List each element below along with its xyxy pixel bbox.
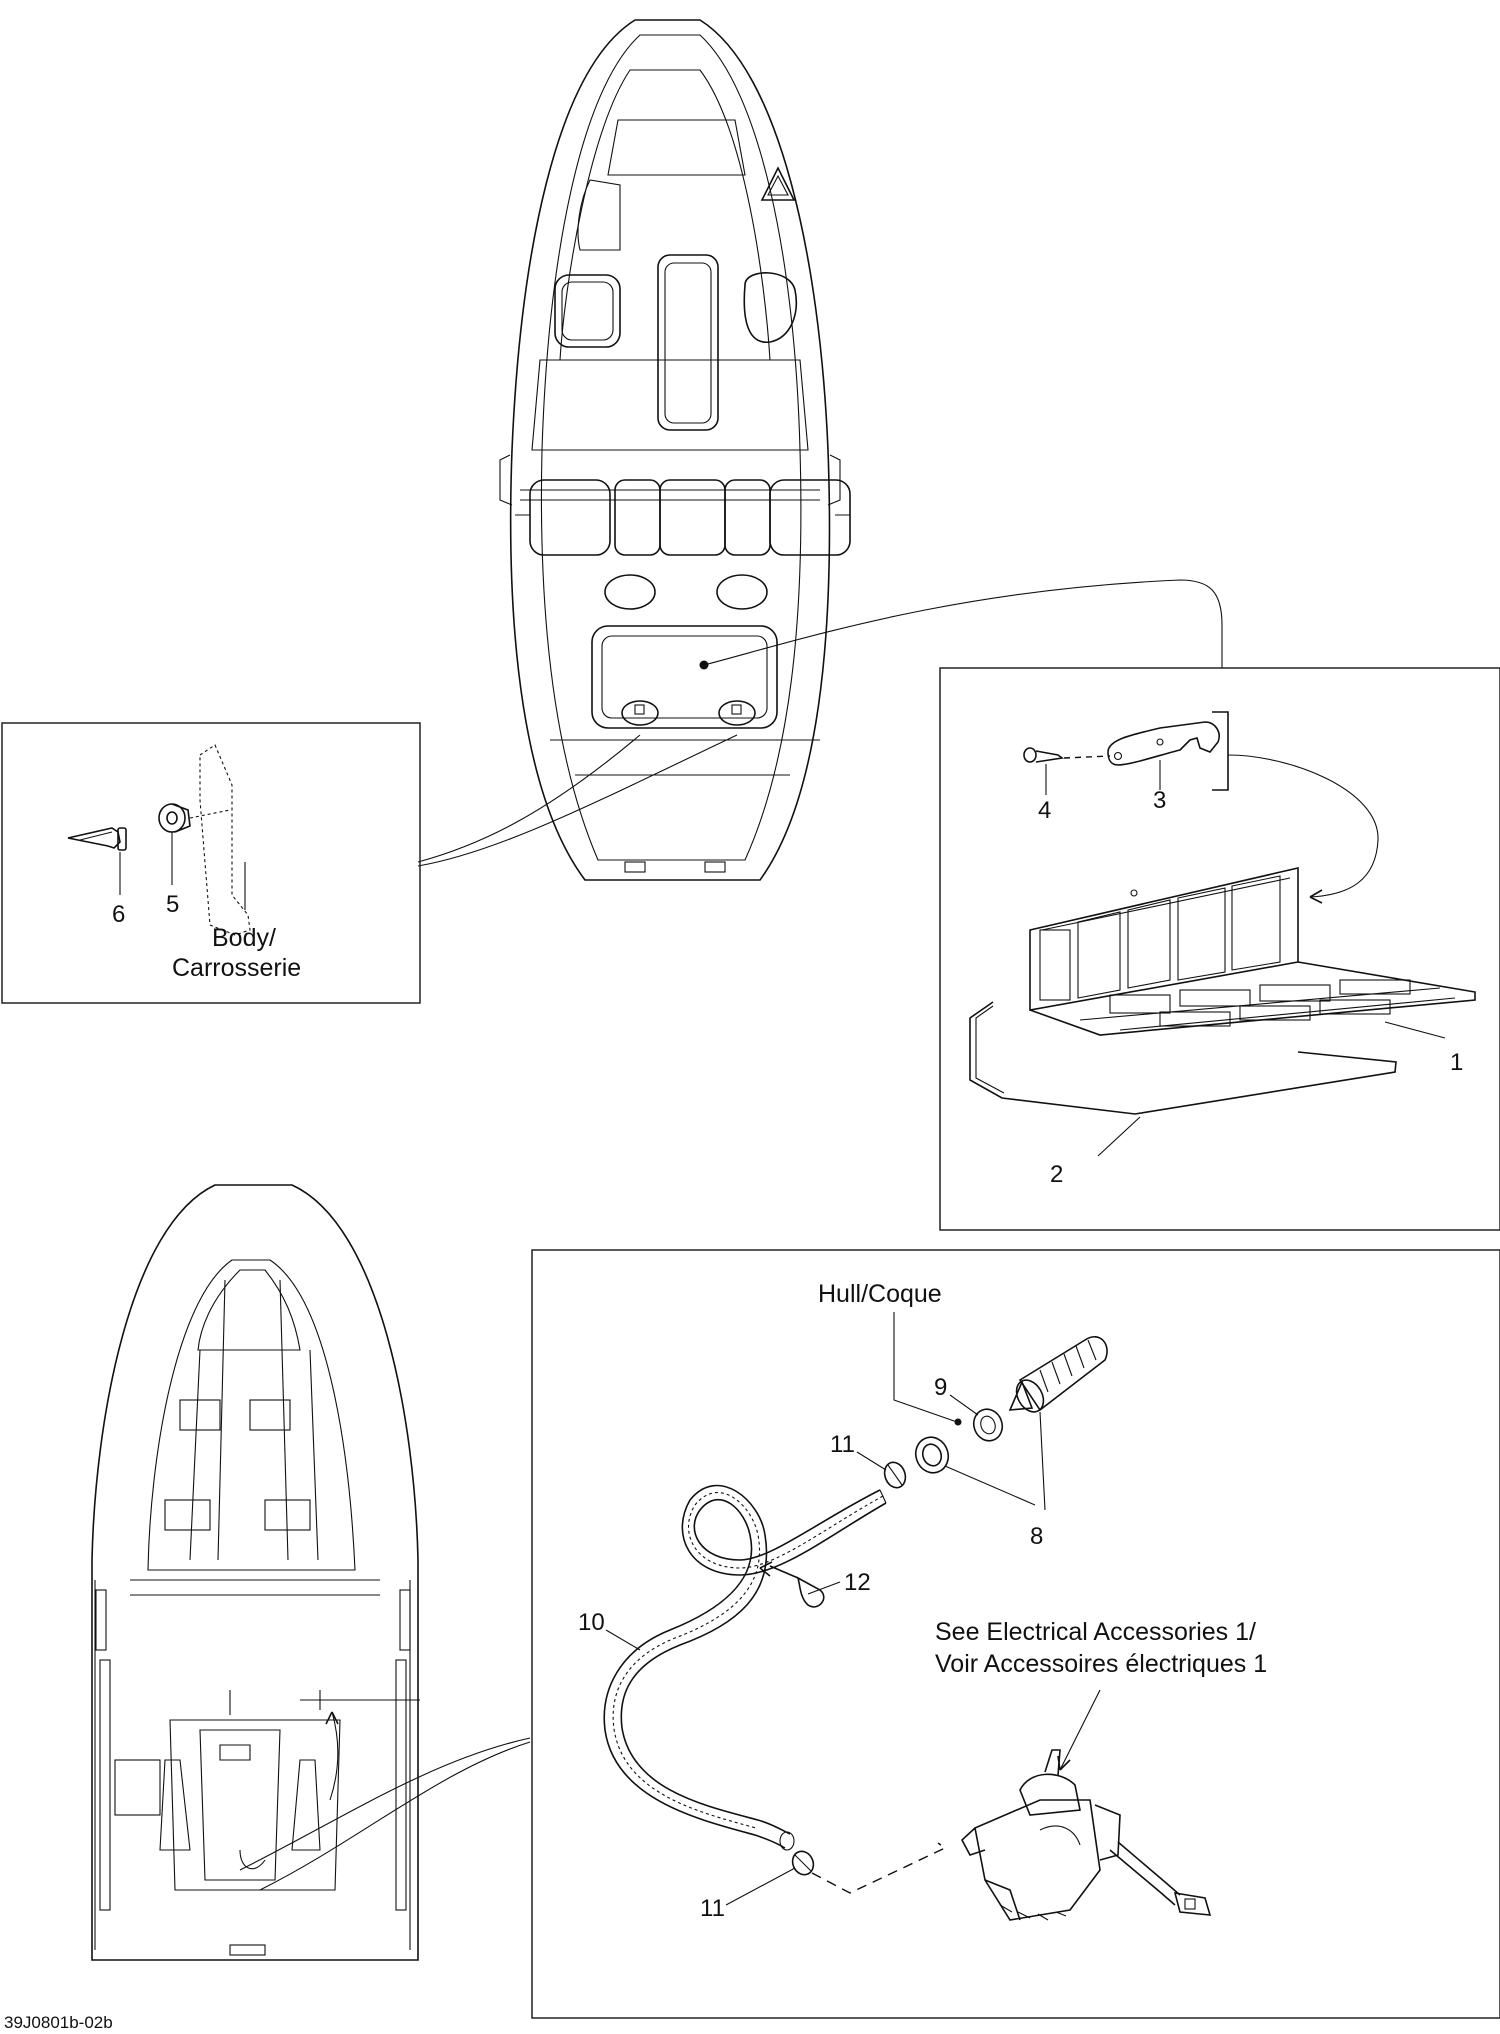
leader-to-pump-box-2 bbox=[259, 1741, 531, 1891]
group-bracket bbox=[1212, 711, 1229, 791]
rod-part-2 bbox=[969, 1001, 1397, 1157]
storage-latch-detail-box bbox=[939, 667, 1500, 1231]
nut-part-8 bbox=[914, 1436, 950, 1474]
label-voir-accessoires-electriques: Voir Accessoires électriques 1 bbox=[935, 1650, 1267, 1678]
clamp-part-11-lower bbox=[791, 1850, 815, 1876]
boat-top-deck-view bbox=[499, 19, 851, 881]
screw-part-6 bbox=[67, 827, 127, 851]
callout-12: 12 bbox=[844, 1569, 871, 1596]
callout-2: 2 bbox=[1050, 1161, 1063, 1188]
callout-6: 6 bbox=[112, 901, 125, 928]
leader-to-pump-box-1 bbox=[239, 1737, 531, 1871]
screw-part-4 bbox=[1023, 747, 1111, 795]
drawing-code: 39J0801b-02b bbox=[4, 2013, 113, 2032]
leader-to-latch-box bbox=[703, 579, 1223, 668]
label-hull: Hull/Coque bbox=[818, 1280, 942, 1308]
leader-to-body-box-2 bbox=[417, 734, 738, 867]
hose-part-10 bbox=[603, 1484, 887, 1851]
latch-part-3 bbox=[1107, 721, 1220, 790]
gasket-part-9 bbox=[972, 1408, 1004, 1442]
leader-to-body-box-1 bbox=[417, 734, 641, 863]
clamp-part-11-upper bbox=[883, 1461, 907, 1489]
boat-bottom-hull-view bbox=[91, 1184, 420, 1961]
bilge-pump-detail-box bbox=[531, 1249, 1500, 2019]
callout-9: 9 bbox=[934, 1374, 947, 1401]
tie-strap-part-12 bbox=[769, 1565, 825, 1608]
label-see-electrical-accessories: See Electrical Accessories 1/ bbox=[935, 1618, 1256, 1646]
callout-5: 5 bbox=[166, 891, 179, 918]
washer-part-5 bbox=[158, 803, 231, 833]
label-body: Body/ bbox=[212, 924, 276, 952]
body-panel-fragment bbox=[199, 744, 251, 936]
pump-connection-line bbox=[811, 1842, 947, 1894]
bilge-pump bbox=[961, 1749, 1212, 1921]
callout-4: 4 bbox=[1038, 797, 1051, 824]
label-carrosserie: Carrosserie bbox=[172, 954, 301, 982]
callout-8: 8 bbox=[1030, 1523, 1043, 1550]
callout-3: 3 bbox=[1153, 787, 1166, 814]
storage-tray-part-1 bbox=[1029, 866, 1476, 1039]
outlet-fitting-part-8 bbox=[1008, 1336, 1108, 1413]
callout-1: 1 bbox=[1450, 1049, 1463, 1076]
body-fastener-detail-box bbox=[1, 722, 421, 1004]
callout-10: 10 bbox=[578, 1609, 605, 1636]
callout-11-lower: 11 bbox=[700, 1895, 725, 1922]
callout-11-upper: 11 bbox=[830, 1431, 855, 1458]
